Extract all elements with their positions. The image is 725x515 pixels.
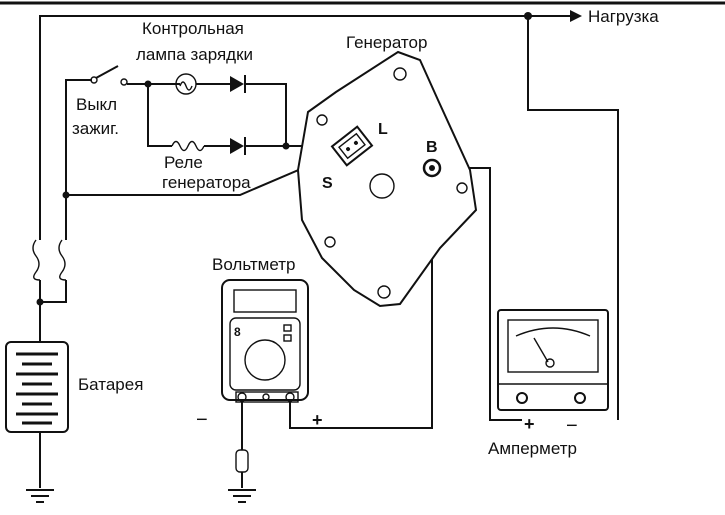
load-wire xyxy=(39,15,570,195)
lamp-to-node xyxy=(245,83,287,146)
voltmeter-terminal-strip xyxy=(235,391,299,403)
battery-label: Батарея xyxy=(78,375,143,394)
voltmeter-plus-sign: + xyxy=(312,410,323,430)
voltmeter-minus-sign: − xyxy=(196,409,208,431)
ignition-feed-wire xyxy=(65,79,92,195)
ammeter-face xyxy=(507,319,599,373)
load-return-wire xyxy=(527,16,619,420)
mount-hole-top xyxy=(393,67,407,81)
ignition-label-line2: зажиг. xyxy=(72,119,119,138)
ammeter-terminal-neg xyxy=(574,392,586,404)
voltmeter: 8 xyxy=(221,279,309,403)
fuse-b xyxy=(58,239,67,281)
fuse-bottom-a xyxy=(39,280,67,303)
battery-body xyxy=(5,341,69,433)
ground-resistor xyxy=(235,449,249,473)
relay-label-line1: Реле xyxy=(164,153,203,172)
battery xyxy=(5,341,69,433)
voltmeter-terminal-pos xyxy=(285,392,295,402)
relay-coil xyxy=(171,140,205,152)
voltmeter-label: Вольтметр xyxy=(212,255,295,274)
terminal-s-label: S xyxy=(322,175,333,192)
load-arrow xyxy=(570,10,582,22)
voltmeter-display xyxy=(233,289,297,313)
load-label: Нагрузка xyxy=(588,7,659,26)
charge-lamp-filament xyxy=(179,81,193,91)
generator-housing xyxy=(296,50,478,308)
voltmeter-terminal-com xyxy=(262,393,270,401)
charge-lamp-label-line2: лампа зарядки xyxy=(136,45,253,64)
ignition-switch-contact-a xyxy=(90,76,98,84)
terminal-b-label: B xyxy=(426,139,438,156)
mount-hole-bottom xyxy=(377,285,391,299)
ammeter-plus-sign: + xyxy=(524,414,535,434)
fuse-a xyxy=(32,239,41,281)
generator-label: Генератор xyxy=(346,33,427,52)
generator-shaft xyxy=(369,173,395,199)
junction-dot-fuses xyxy=(36,298,44,306)
wiring xyxy=(36,10,619,488)
lamp-diode xyxy=(230,76,244,92)
voltmeter-digit: 8 xyxy=(234,325,241,339)
ammeter-scale xyxy=(515,327,591,337)
battery-plates xyxy=(16,352,58,425)
ground-symbol-battery xyxy=(26,489,54,503)
b-terminal-inner xyxy=(429,165,435,171)
ammeter-minus-sign: − xyxy=(566,415,578,437)
voltmeter-terminal-neg xyxy=(237,392,247,402)
ammeter xyxy=(497,309,609,411)
voltmeter-panel xyxy=(229,317,301,391)
mount-hole-right xyxy=(456,182,468,194)
connector-ls xyxy=(330,125,374,167)
ignition-switch-blade xyxy=(95,65,119,79)
fuses xyxy=(32,239,67,281)
ignition-switch-contact-b xyxy=(120,78,128,86)
mount-hole-bottom-left xyxy=(324,236,336,248)
relay-diode xyxy=(230,138,244,154)
generator xyxy=(296,50,478,308)
voltmeter-button-a xyxy=(283,324,292,332)
ignition-to-relay xyxy=(147,84,172,147)
terminal-l-label: L xyxy=(378,121,388,138)
voltmeter-dial xyxy=(244,339,286,381)
ammeter-terminal-pos xyxy=(516,392,528,404)
ammeter-label: Амперметр xyxy=(488,439,577,458)
ignition-label-line1: Выкл xyxy=(76,95,117,114)
ammeter-pivot xyxy=(545,358,555,368)
b-terminal-to-voltmeter xyxy=(289,168,433,429)
mount-hole-left xyxy=(316,114,328,126)
charge-lamp-label-line1: Контрольная xyxy=(142,19,244,38)
voltmeter-button-b xyxy=(283,334,292,342)
relay-label-line2: генератора xyxy=(162,173,251,192)
ammeter-needle xyxy=(533,337,549,363)
ground-symbol-voltmeter xyxy=(228,489,256,503)
